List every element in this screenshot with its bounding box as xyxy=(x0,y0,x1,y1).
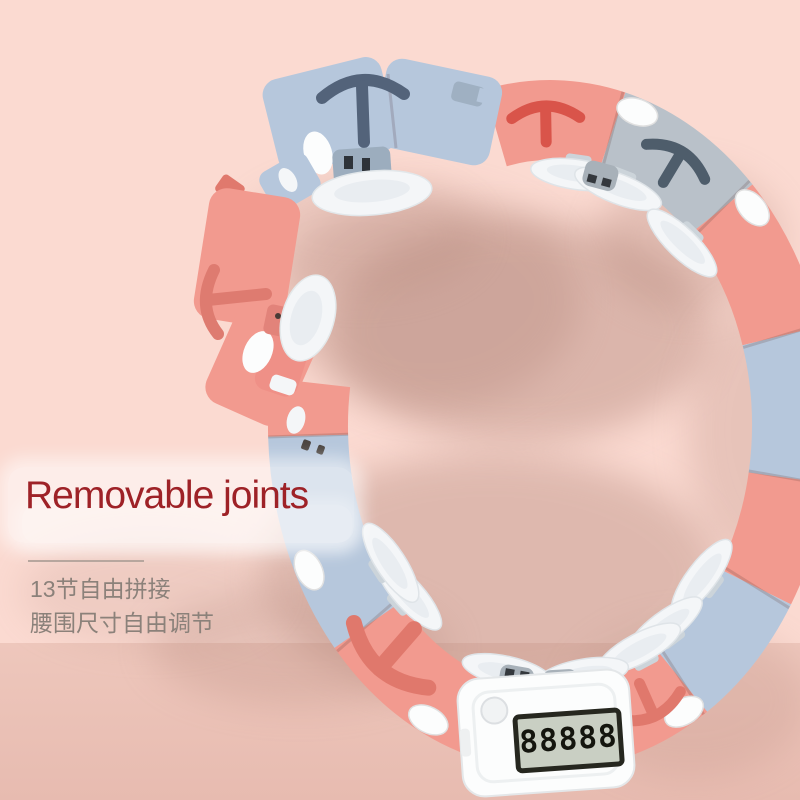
step-counter: 88888 xyxy=(456,668,636,798)
segment-seam xyxy=(720,564,790,610)
segment-seam xyxy=(336,597,399,653)
segment-button xyxy=(616,97,659,127)
hoop-segment-pink xyxy=(719,471,800,605)
handle-slot xyxy=(506,100,586,148)
hoop-segment-pink xyxy=(689,184,800,346)
subtext-line-2: 腰围尺寸自由调节 xyxy=(30,610,214,636)
headline-text: Removable joints xyxy=(25,474,309,517)
segment-button xyxy=(293,549,325,591)
connector-nub xyxy=(582,160,619,191)
counter-button xyxy=(480,696,509,725)
shadow-blob xyxy=(240,178,480,294)
subtext-line-1: 13节自由拼接 xyxy=(30,576,171,602)
counter-clip xyxy=(459,728,472,757)
headline-band xyxy=(8,467,354,543)
hoop-segment-blue xyxy=(742,331,800,480)
handle-slot xyxy=(199,264,272,340)
suction-cup xyxy=(279,274,337,362)
suction-cup xyxy=(646,208,718,278)
connector-nub xyxy=(451,81,485,107)
handle-slot xyxy=(345,615,437,696)
segment-seam xyxy=(268,432,349,439)
segment-button xyxy=(734,189,770,227)
counter-digits: 88888 xyxy=(518,718,619,761)
headline-band-tail xyxy=(22,505,352,543)
suction-cup xyxy=(670,538,733,616)
segment-button xyxy=(242,331,274,373)
segment-seam xyxy=(748,469,800,482)
hoop-segment-pink xyxy=(484,80,626,169)
divider-line xyxy=(28,560,144,562)
shadow-blob xyxy=(20,537,280,647)
segment-button xyxy=(407,704,449,736)
hoop-segment-blue xyxy=(655,568,792,712)
hoop-segment-pink xyxy=(267,378,351,437)
segment-seam xyxy=(742,328,800,349)
handle-slot xyxy=(640,138,711,188)
counter-display xyxy=(512,707,625,774)
floating-segment-pink xyxy=(193,174,337,427)
suction-cup xyxy=(311,169,433,217)
open-end-cap xyxy=(286,406,325,455)
floating-segment-blue xyxy=(259,57,503,217)
suction-cup xyxy=(361,522,420,603)
handle-slot xyxy=(316,74,410,148)
